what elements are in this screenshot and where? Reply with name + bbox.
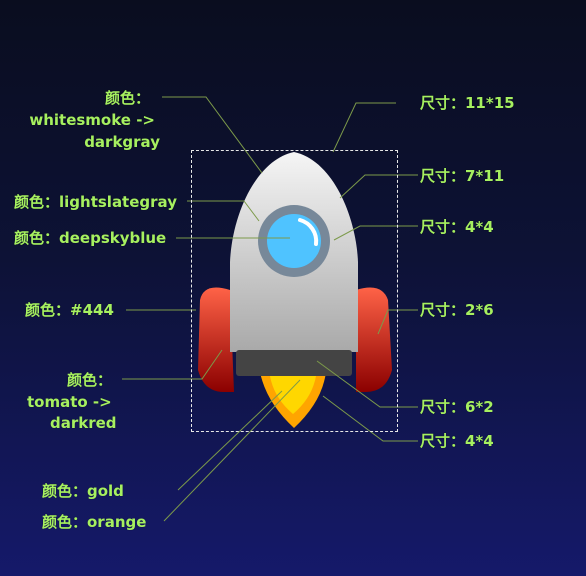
- label-size-window: 尺寸：4*4: [420, 218, 494, 236]
- rocket-base: [236, 350, 352, 376]
- label-body-color-2: whitesmoke ->: [29, 111, 155, 129]
- label-flame-outer-color: 颜色：orange: [42, 513, 147, 531]
- window-highlight: [298, 218, 319, 246]
- leader-lines: [122, 96, 418, 522]
- label-body-color-1: 颜色：: [104, 89, 150, 107]
- label-window-color: 颜色：deepskyblue: [14, 229, 167, 247]
- label-ring-color: 颜色：lightslategray: [14, 193, 177, 211]
- label-size-base: 尺寸：6*2: [420, 398, 494, 416]
- label-size-body: 尺寸：7*11: [420, 167, 505, 185]
- label-fin-color-3: darkred: [50, 414, 117, 432]
- label-size-frame: 尺寸：11*15: [420, 94, 515, 112]
- label-size-fin: 尺寸：2*6: [420, 301, 494, 319]
- label-fin-color-2: tomato ->: [27, 393, 112, 411]
- label-base-color: 颜色：#444: [25, 301, 114, 319]
- bounding-box: [191, 150, 398, 432]
- label-flame-inner-color: 颜色：gold: [42, 482, 124, 500]
- flame-inner: [270, 376, 316, 414]
- left-fin: [198, 287, 234, 392]
- label-body-color-3: darkgray: [84, 133, 160, 151]
- window-glass: [267, 214, 321, 268]
- label-size-flame: 尺寸：4*4: [420, 432, 494, 450]
- label-fin-color-1: 颜色：: [66, 371, 112, 389]
- right-fin: [356, 287, 392, 392]
